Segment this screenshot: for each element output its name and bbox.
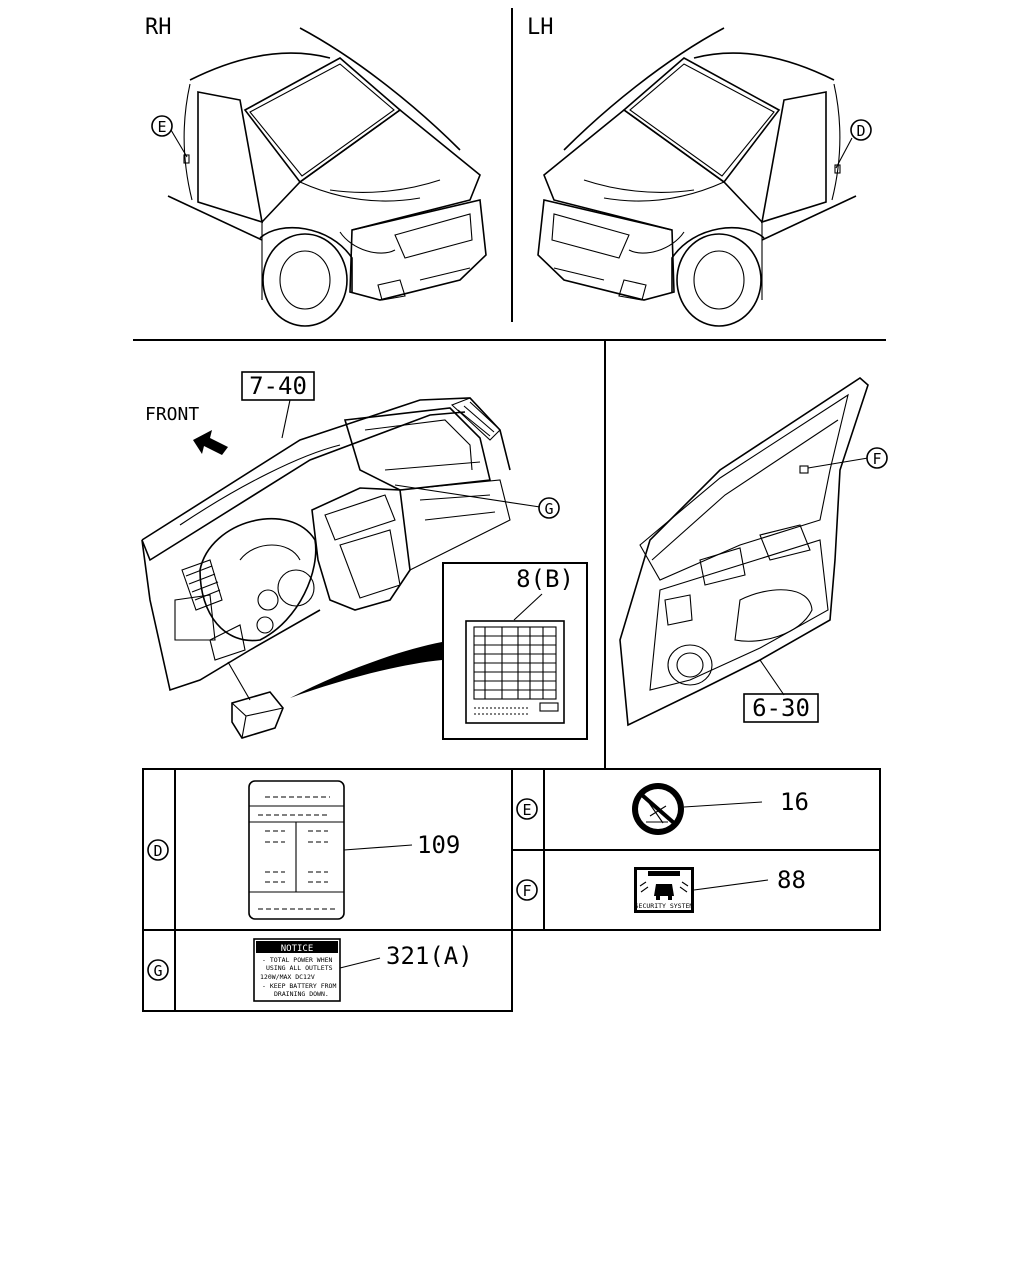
detail-pointer <box>290 642 442 698</box>
front-arrow-icon <box>193 430 228 455</box>
callout-e-marker <box>151 115 173 137</box>
dashboard-ref-box <box>241 371 315 401</box>
security-system-label: SECURITY SYSTEM <box>634 867 694 913</box>
legend-row-f: F SECURITY SYSTEM 88 <box>516 866 806 913</box>
fuse-grid <box>474 627 556 699</box>
legend-e-marker <box>516 798 538 820</box>
rh-vehicle-view: RH <box>145 15 487 327</box>
legend-row-d: D 109 <box>147 780 460 920</box>
notice-title: NOTICE <box>281 944 314 954</box>
callout-g-marker <box>538 497 560 519</box>
notice-line-3: 120W/MAX DC12V <box>260 973 315 981</box>
fuse-box-ref-label: 8(B) <box>516 565 574 593</box>
notice-line-4: - KEEP BATTERY FROM <box>262 982 336 990</box>
legend-g-marker <box>147 959 169 981</box>
fuse-box-detail-frame <box>442 562 588 740</box>
lh-vehicle-drawing <box>537 27 857 327</box>
legend-d-marker <box>147 839 169 861</box>
callout-f-marker <box>866 447 888 469</box>
legend-d-letter: D <box>153 842 162 860</box>
lh-vehicle-view: LH D <box>527 15 872 327</box>
legend-row-e: E 16 <box>516 783 809 835</box>
dashboard-view: 7-40 FRONT <box>141 371 588 740</box>
callout-d-letter: D <box>856 122 865 140</box>
door-ref-box <box>743 693 819 723</box>
security-caption: SECURITY SYSTEM <box>635 902 694 910</box>
legend-table: D 109 <box>142 768 881 1012</box>
legend-e-part-number: 16 <box>780 788 809 816</box>
callout-f-letter: F <box>872 450 881 468</box>
legend-row-g: G NOTICE - TOTAL POWER WHEN USING ALL OU… <box>147 938 473 1002</box>
legend-d-part-number: 109 <box>417 831 460 859</box>
callout-d-marker <box>850 119 872 141</box>
fuse-box-label <box>465 620 565 724</box>
door-view: F 6-30 <box>619 376 888 727</box>
notice-label: NOTICE - TOTAL POWER WHEN USING ALL OUTL… <box>253 938 341 1002</box>
callout-e-letter: E <box>157 118 166 136</box>
legend-f-letter: F <box>522 882 531 900</box>
rh-label: RH <box>145 15 172 40</box>
legend-g-letter: G <box>153 962 162 980</box>
notice-line-1: - TOTAL POWER WHEN <box>262 956 333 964</box>
lh-label: LH <box>527 15 554 40</box>
dashboard-drawing <box>141 397 511 739</box>
door-ref-label: 6-30 <box>752 694 810 722</box>
legend-f-marker <box>516 879 538 901</box>
rh-vehicle-drawing <box>167 27 487 327</box>
section-dividers <box>133 8 886 768</box>
legend-f-part-number: 88 <box>777 866 806 894</box>
notice-line-2: USING ALL OUTLETS <box>266 964 333 972</box>
no-smoking-label-icon <box>632 783 684 835</box>
front-label: FRONT <box>145 404 199 425</box>
legend-g-part-number: 321(A) <box>386 942 473 970</box>
callout-g-letter: G <box>544 500 553 518</box>
door-drawing <box>619 376 869 727</box>
dashboard-ref-label: 7-40 <box>249 372 307 400</box>
legend-e-letter: E <box>522 801 531 819</box>
notice-line-5: DRAINING DOWN. <box>274 990 329 998</box>
label-d-drawing <box>248 780 345 920</box>
